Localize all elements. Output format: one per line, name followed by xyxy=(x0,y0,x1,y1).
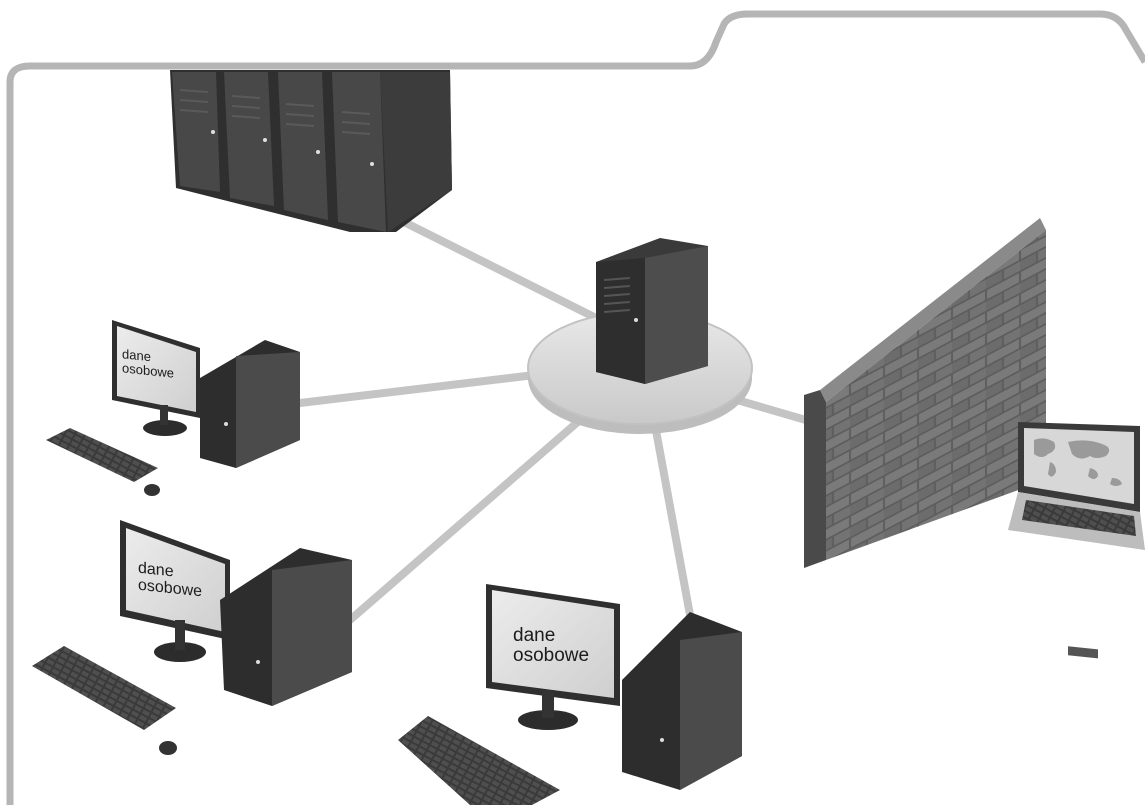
cable-to-workstation-1 xyxy=(296,368,564,407)
computer-tower-icon xyxy=(220,548,352,706)
monitor-icon xyxy=(112,320,200,436)
cable-to-server-rack xyxy=(396,216,604,324)
monitor-icon xyxy=(120,520,230,662)
keyboard-icon xyxy=(32,646,176,730)
frame-outline xyxy=(6,10,1145,805)
server-rack-icon xyxy=(170,70,452,232)
computer-tower-icon xyxy=(622,612,742,790)
cable-to-workstation-2 xyxy=(346,416,584,624)
keyboard-icon xyxy=(46,428,158,482)
keyboard-icon xyxy=(398,716,560,805)
workstation-2 xyxy=(32,520,352,755)
computer-tower-icon xyxy=(200,340,300,468)
central-server-icon xyxy=(596,238,708,384)
monitor-icon xyxy=(486,584,620,730)
mouse-icon xyxy=(159,741,177,755)
cable-to-workstation-3 xyxy=(651,421,694,619)
laptop-icon xyxy=(1008,422,1145,659)
mouse-icon xyxy=(144,484,160,496)
workstation-1 xyxy=(46,320,300,496)
firewall-icon xyxy=(804,218,1046,568)
world-map-icon xyxy=(1034,438,1122,486)
workstation-3 xyxy=(398,584,742,805)
